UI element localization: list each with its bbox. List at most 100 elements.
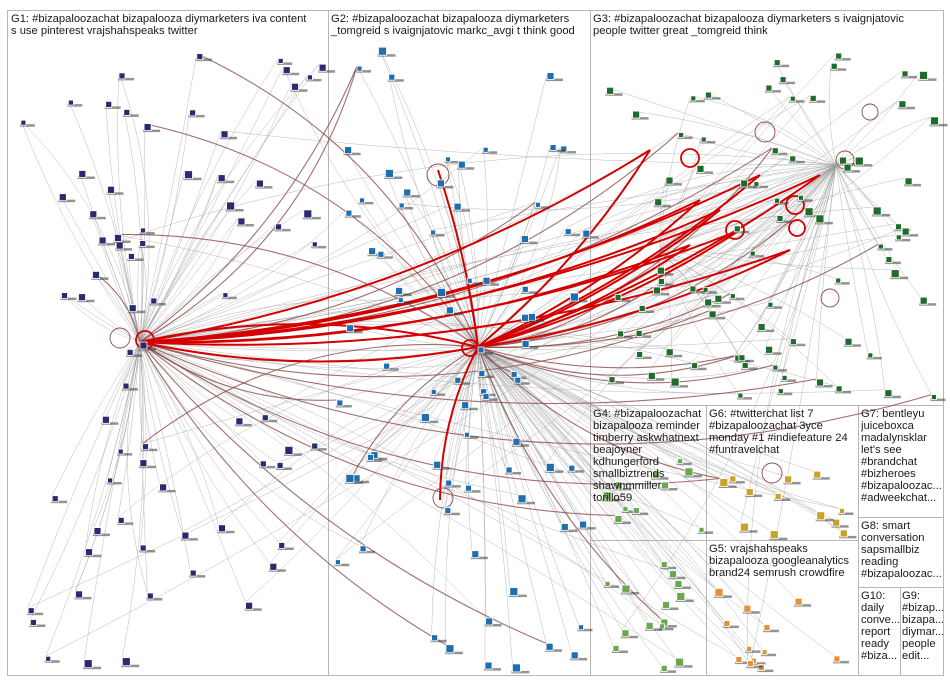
edge — [52, 342, 140, 496]
graph-node — [839, 509, 854, 516]
graph-node — [445, 157, 460, 164]
node-avatar — [396, 288, 403, 295]
self-loop — [762, 463, 782, 483]
node-avatar — [855, 157, 863, 165]
graph-node — [403, 189, 420, 198]
graph-node — [20, 120, 35, 127]
graph-node — [521, 286, 537, 294]
node-avatar — [790, 96, 795, 101]
graph-node — [835, 278, 850, 285]
node-avatar — [750, 251, 755, 256]
node-avatar — [569, 465, 575, 471]
graph-node — [763, 625, 779, 633]
graph-node — [885, 257, 901, 265]
node-avatar — [379, 47, 387, 55]
graph-node — [568, 465, 584, 473]
node-avatar — [466, 485, 472, 491]
node-avatar — [510, 588, 518, 596]
node-avatar — [421, 414, 429, 422]
graph-node — [839, 530, 856, 539]
edge — [140, 342, 277, 463]
edge — [116, 153, 836, 242]
node-avatar — [518, 495, 526, 503]
node-avatar — [140, 460, 147, 467]
node-avatar — [902, 228, 909, 235]
group-label-g2: G2: #bizapaloozachat bizapalooza diymark… — [331, 13, 589, 41]
node-avatar — [404, 189, 411, 196]
graph-node — [140, 228, 155, 235]
node-avatar — [766, 346, 773, 353]
node-avatar — [692, 363, 698, 369]
graph-node — [107, 186, 124, 195]
node-avatar — [775, 198, 780, 203]
node-avatar — [319, 64, 326, 71]
node-avatar — [368, 455, 374, 461]
graph-node — [723, 621, 739, 629]
graph-node — [816, 512, 834, 522]
node-avatar — [741, 523, 749, 531]
node-avatar — [622, 630, 629, 637]
graph-node — [729, 476, 745, 484]
graph-node — [777, 389, 792, 396]
node-avatar — [831, 63, 837, 69]
node-avatar — [615, 516, 622, 523]
edge — [660, 250, 891, 270]
node-avatar — [151, 298, 157, 304]
graph-node — [774, 494, 790, 502]
node-avatar — [76, 591, 83, 598]
edge — [221, 131, 836, 165]
graph-node — [832, 519, 849, 528]
group-label-g8: G8: smart conversation sapsmallbiz readi… — [861, 520, 943, 586]
node-avatar — [360, 546, 366, 552]
node-avatar — [660, 624, 665, 629]
graph-node — [604, 581, 619, 588]
graph-node — [344, 147, 361, 156]
node-avatar — [622, 585, 630, 593]
graph-node — [919, 297, 936, 306]
graph-node — [854, 157, 872, 167]
group-label-g1: G1: #bizapaloozachat bizapalooza diymark… — [11, 13, 327, 41]
node-avatar — [931, 395, 936, 400]
node-avatar — [561, 524, 568, 531]
graph-node — [545, 463, 563, 473]
node-avatar — [102, 416, 109, 423]
node-avatar — [437, 288, 445, 296]
node-avatar — [446, 645, 454, 653]
edge-arc — [140, 66, 357, 342]
node-avatar — [679, 133, 684, 138]
graph-node — [779, 77, 795, 85]
node-avatar — [129, 305, 136, 312]
graph-node — [89, 211, 106, 220]
edge — [836, 71, 920, 165]
node-avatar — [385, 170, 393, 178]
node-avatar — [446, 307, 453, 314]
graph-node — [139, 545, 155, 553]
edge — [140, 54, 197, 342]
graph-node — [336, 400, 352, 408]
edge — [94, 342, 140, 528]
node-avatar — [219, 525, 226, 532]
graph-node — [789, 339, 805, 347]
graph-node — [678, 133, 693, 140]
graph-node — [608, 377, 624, 385]
node-avatar — [108, 186, 115, 193]
node-avatar — [836, 278, 841, 283]
node-avatar — [780, 77, 786, 83]
node-avatar — [506, 467, 512, 473]
graph-node — [676, 593, 694, 603]
graph-node — [275, 224, 291, 232]
node-avatar — [384, 363, 390, 369]
node-avatar — [747, 646, 752, 651]
node-avatar — [119, 73, 125, 79]
edge — [140, 342, 312, 443]
node-avatar — [677, 593, 685, 601]
node-avatar — [122, 658, 130, 666]
graph-node — [117, 449, 132, 456]
node-avatar — [772, 148, 778, 154]
graph-node — [189, 110, 205, 118]
node-avatar — [79, 171, 86, 178]
node-avatar — [618, 331, 624, 337]
node-avatar — [218, 175, 225, 182]
node-avatar — [609, 377, 615, 383]
graph-node — [117, 517, 133, 525]
